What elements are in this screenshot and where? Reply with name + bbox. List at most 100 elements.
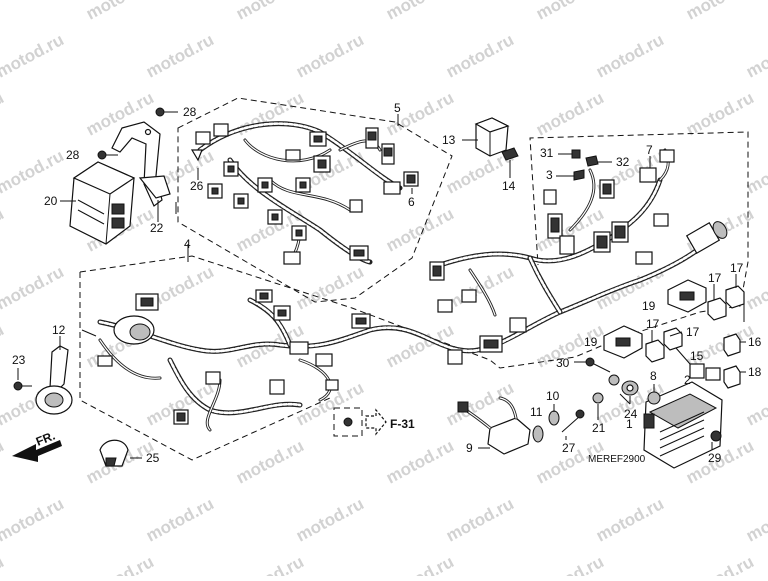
reference-label: F-31 bbox=[390, 417, 415, 431]
front-label: FR. bbox=[34, 429, 57, 449]
relay-box-19-upper bbox=[667, 279, 707, 313]
bolt-30 bbox=[585, 357, 611, 373]
watermark-text: motod.ru bbox=[83, 0, 157, 24]
socket-7 bbox=[639, 167, 657, 183]
collar-24 bbox=[621, 380, 639, 396]
regulator-1 bbox=[643, 381, 723, 469]
relay-18 bbox=[723, 365, 741, 389]
callout-23: 23 bbox=[12, 353, 26, 367]
watermark-text: motod.ru bbox=[383, 0, 457, 24]
watermark-text: motod.ru bbox=[533, 88, 607, 139]
watermark-text: motod.ru bbox=[233, 436, 307, 487]
callout-32: 32 bbox=[616, 155, 630, 169]
callout-9: 9 bbox=[466, 441, 473, 455]
watermark-text: motod.ru bbox=[593, 494, 667, 545]
main-harness-outline-4 bbox=[79, 131, 749, 369]
callout-27: 27 bbox=[562, 441, 576, 455]
clip-32 bbox=[585, 155, 599, 167]
callout-25: 25 bbox=[146, 451, 160, 465]
watermark-text: motod.ru bbox=[233, 0, 307, 24]
callout-3: 3 bbox=[546, 168, 553, 182]
bolt-28-left bbox=[97, 150, 118, 160]
clamp-25 bbox=[99, 439, 129, 467]
grommet-8 bbox=[647, 391, 661, 405]
callout-28: 28 bbox=[183, 105, 197, 119]
watermark-text: motod.ru bbox=[443, 494, 517, 545]
socket-15 bbox=[689, 363, 705, 379]
callout-17: 17 bbox=[730, 261, 744, 275]
relay-13 bbox=[474, 117, 510, 157]
callout-13: 13 bbox=[442, 133, 456, 147]
nut-21 bbox=[592, 392, 604, 404]
sub-harness-5-connectors bbox=[190, 123, 419, 265]
main-harness bbox=[97, 148, 713, 432]
nut-small bbox=[608, 374, 620, 386]
clip-31 bbox=[571, 149, 581, 159]
watermark-text: motod.ru bbox=[0, 552, 7, 576]
watermark-text: motod.ru bbox=[0, 204, 7, 255]
callout-29: 29 bbox=[708, 451, 722, 465]
relay-16 bbox=[723, 333, 741, 357]
watermark-text: motod.ru bbox=[743, 262, 768, 313]
callout-10: 10 bbox=[546, 389, 560, 403]
watermark-text: motod.ru bbox=[683, 88, 757, 139]
watermark-text: motod.ru bbox=[533, 0, 607, 24]
watermark-text: motod.ru bbox=[0, 494, 67, 545]
watermark-text: motod.ru bbox=[743, 146, 768, 197]
socket-2 bbox=[705, 367, 721, 381]
watermark-text: motod.ru bbox=[743, 30, 768, 81]
ecu-unit-20 bbox=[69, 161, 136, 245]
callout-labels: 28 28 20 22 5 26 6 4 13 14 31 32 3 7 17 … bbox=[12, 101, 762, 465]
watermark-text: motod.ru bbox=[743, 494, 768, 545]
horn-bracket-12 bbox=[49, 345, 69, 393]
callout-21: 21 bbox=[592, 421, 606, 435]
watermark-text: motod.ru bbox=[743, 378, 768, 429]
callout-7: 7 bbox=[646, 143, 653, 157]
main-harness-outline-lower bbox=[79, 272, 331, 461]
callout-30: 30 bbox=[556, 356, 570, 370]
callout-6: 6 bbox=[408, 195, 415, 209]
watermark-text: motod.ru bbox=[143, 494, 217, 545]
bracket-22 bbox=[111, 121, 171, 207]
callout-16: 16 bbox=[748, 335, 762, 349]
clip-14 bbox=[501, 147, 519, 161]
callout-19: 19 bbox=[642, 299, 656, 313]
callout-8: 8 bbox=[650, 369, 657, 383]
callout-20: 20 bbox=[44, 194, 58, 208]
watermark-text: motod.ru bbox=[233, 88, 307, 139]
watermark-text: motod.ru bbox=[383, 552, 457, 576]
callout-19: 19 bbox=[584, 335, 598, 349]
watermark-text: motod.ru bbox=[593, 30, 667, 81]
watermark-text: motod.ru bbox=[0, 88, 7, 139]
callout-26: 26 bbox=[190, 179, 204, 193]
relay-17-b bbox=[725, 285, 745, 309]
diagram-code: MEREF2900 bbox=[588, 454, 646, 465]
reference-f31 bbox=[333, 407, 387, 437]
callout-12: 12 bbox=[52, 323, 66, 337]
watermark-text: motod.ru bbox=[683, 0, 757, 24]
callout-24: 24 bbox=[624, 407, 638, 421]
watermark-text: motod.ru bbox=[293, 262, 367, 313]
collar-10 bbox=[548, 410, 560, 426]
watermark-text: motod.ru bbox=[293, 30, 367, 81]
sensor-9 bbox=[457, 396, 531, 455]
callout-17: 17 bbox=[686, 325, 700, 339]
watermark-text: motod.ru bbox=[683, 552, 757, 576]
watermark-text: motod.ru bbox=[0, 0, 7, 24]
callout-31: 31 bbox=[540, 146, 554, 160]
callout-1: 1 bbox=[626, 417, 633, 431]
watermark-text: motod.ru bbox=[233, 552, 307, 576]
grommet-11 bbox=[532, 425, 544, 443]
callout-17: 17 bbox=[708, 271, 722, 285]
callout-18: 18 bbox=[748, 365, 762, 379]
callout-4: 4 bbox=[184, 237, 191, 251]
callout-14: 14 bbox=[502, 179, 516, 193]
front-arrow bbox=[12, 440, 62, 462]
watermark-text: motod.ru bbox=[383, 436, 457, 487]
watermark-text: motod.ru bbox=[0, 436, 7, 487]
watermark-text: motod.ru bbox=[533, 552, 607, 576]
watermark-text: motod.ru bbox=[593, 262, 667, 313]
relay-17-c bbox=[645, 339, 665, 363]
leader-lines bbox=[81, 202, 745, 405]
